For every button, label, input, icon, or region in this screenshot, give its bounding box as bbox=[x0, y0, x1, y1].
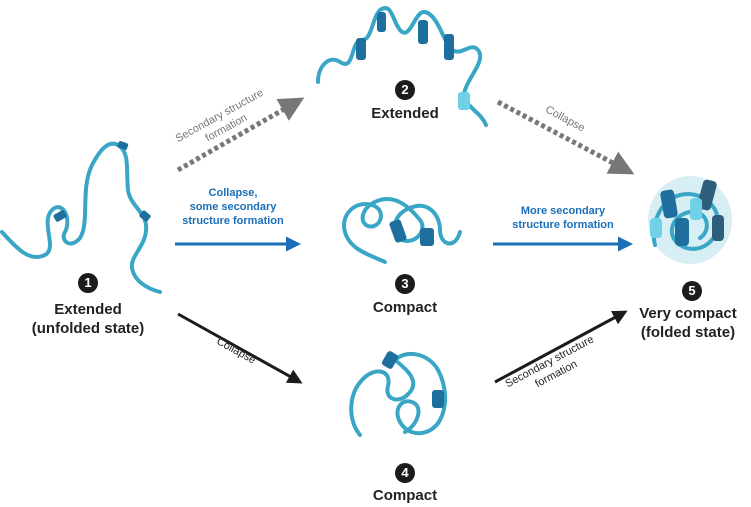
state-1-line2: (unfolded state) bbox=[31, 320, 145, 337]
state-4-number: 4 bbox=[395, 463, 415, 483]
arrow-1-3-line3: structure formation bbox=[182, 215, 284, 227]
state-1-label: Extended (unfolded state) bbox=[8, 300, 168, 338]
protein-state-2-extended bbox=[316, 6, 488, 127]
protein-state-5-folded bbox=[648, 176, 732, 264]
helix-segment bbox=[356, 12, 470, 110]
arrow-1-3-line2: some secondary bbox=[189, 201, 277, 213]
state-3-number: 3 bbox=[395, 274, 415, 294]
state-5-line2: (folded state) bbox=[640, 324, 736, 341]
helix-segment bbox=[381, 351, 444, 408]
state-3-line1: Compact bbox=[372, 299, 438, 316]
arrow-3-5-line2: structure formation bbox=[512, 219, 614, 231]
state-2-number: 2 bbox=[395, 80, 415, 100]
helix-segment bbox=[389, 219, 434, 246]
helix-segment bbox=[53, 141, 151, 222]
protein-state-4-compact bbox=[349, 351, 447, 437]
state-2-line1: Extended bbox=[371, 105, 439, 122]
arrow-1-to-2 bbox=[176, 97, 305, 173]
state-5-line1: Very compact bbox=[639, 305, 737, 322]
arrow-3-5-line1: More secondary bbox=[520, 205, 606, 217]
arrow-1-3-line1: Collapse, bbox=[208, 187, 258, 199]
state-1-number: 1 bbox=[78, 273, 98, 293]
arrow-1-3-label: Collapse, some secondary structure forma… bbox=[168, 186, 298, 228]
protein-state-3-compact bbox=[342, 197, 462, 264]
state-1-line1: Extended bbox=[54, 301, 122, 318]
state-3-label: Compact bbox=[345, 298, 465, 317]
state-2-label: Extended bbox=[345, 104, 465, 123]
arrow-2-to-5 bbox=[496, 99, 635, 175]
arrow-4-to-5 bbox=[494, 310, 628, 384]
state-5-label: Very compact (folded state) bbox=[618, 304, 751, 342]
state-5-number: 5 bbox=[682, 281, 702, 301]
protein-state-1-extended bbox=[0, 141, 162, 294]
state-4-label: Compact bbox=[345, 486, 465, 505]
arrow-3-5-label: More secondary structure formation bbox=[496, 204, 630, 232]
arrow-1-to-4 bbox=[177, 312, 303, 384]
state-4-line1: Compact bbox=[372, 487, 438, 504]
helix-segment bbox=[650, 179, 724, 246]
